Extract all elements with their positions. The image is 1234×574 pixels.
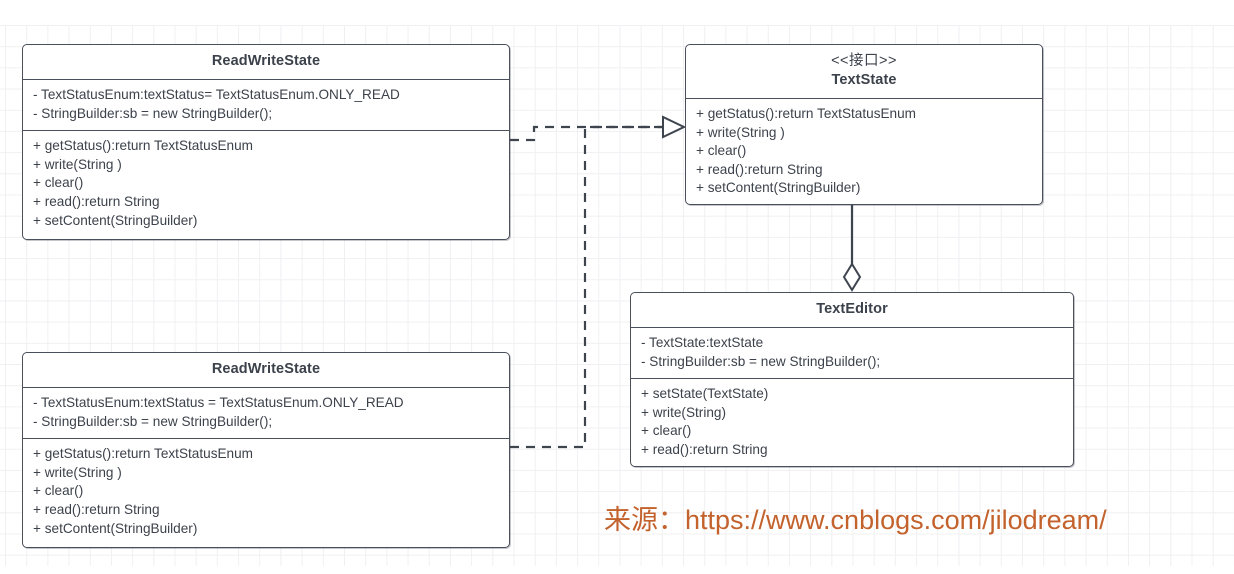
method-row: + read():return String <box>33 193 160 209</box>
method-row: + read():return String <box>696 161 823 177</box>
method-row: + read():return String <box>33 501 160 517</box>
class-box-read-write-state-top[interactable]: ReadWriteState - TextStatusEnum:textStat… <box>22 44 510 240</box>
class-attributes-read-write-state-top: - TextStatusEnum:textStatus= TextStatusE… <box>23 79 509 130</box>
attribute-row: - TextState:textState <box>641 335 764 350</box>
attribute-row: - StringBuilder:sb = new StringBuilder()… <box>33 413 273 429</box>
attribute-row: - StringBuilder:sb = new StringBuilder()… <box>641 353 881 369</box>
interface-stereotype-label: <<接口>> <box>831 53 897 69</box>
attribute-row: - StringBuilder:sb = new StringBuilder()… <box>33 105 273 121</box>
method-row: + getStatus():return TextStatusEnum <box>696 106 917 121</box>
interface-title-text-state: <<接口>> TextState <box>686 45 1042 98</box>
attribute-row: - TextStatusEnum:textStatus= TextStatusE… <box>33 87 400 102</box>
method-row: + clear() <box>33 483 84 499</box>
method-row: + clear() <box>696 143 747 159</box>
class-methods-read-write-state-bottom: + getStatus():return TextStatusEnum + wr… <box>23 438 509 545</box>
grid-mask-top <box>0 0 1234 25</box>
method-row: + clear() <box>641 423 692 439</box>
method-row: + getStatus():return TextStatusEnum <box>33 446 254 462</box>
method-row: + setContent(StringBuilder) <box>696 180 861 196</box>
method-row: + getStatus():return TextStatusEnum <box>33 138 254 154</box>
grid-mask-bottom <box>0 566 1234 574</box>
class-box-text-editor[interactable]: TextEditor - TextState:textState - Strin… <box>630 292 1074 467</box>
class-methods-read-write-state-top: + getStatus():return TextStatusEnum + wr… <box>23 130 509 237</box>
interface-box-text-state[interactable]: <<接口>> TextState + getStatus():return Te… <box>685 44 1043 205</box>
method-row: + clear() <box>33 175 84 191</box>
class-methods-text-editor: + setState(TextState) + write(String) + … <box>631 378 1073 466</box>
aggregation-diamond <box>842 262 862 292</box>
method-row: + setContent(StringBuilder) <box>33 520 198 536</box>
method-row: + setState(TextState) <box>641 386 769 402</box>
class-attributes-text-editor: - TextState:textState - StringBuilder:sb… <box>631 327 1073 378</box>
class-title-read-write-state-bottom: ReadWriteState <box>211 361 321 377</box>
realization-arrowhead <box>662 115 687 139</box>
method-row: + write(String ) <box>33 156 122 172</box>
method-row: + setContent(StringBuilder) <box>33 212 198 228</box>
realization-line-top <box>510 125 676 142</box>
interface-methods-text-state: + getStatus():return TextStatusEnum + wr… <box>686 98 1042 205</box>
class-title-text-editor: TextEditor <box>816 301 888 317</box>
source-watermark: 来源：https://www.cnblogs.com/jilodream/ <box>604 505 1107 535</box>
class-box-read-write-state-bottom[interactable]: ReadWriteState - TextStatusEnum:textStat… <box>22 352 510 548</box>
class-attributes-read-write-state-bottom: - TextStatusEnum:textStatus = TextStatus… <box>23 387 509 438</box>
interface-name-label: TextState <box>831 72 897 88</box>
method-row: + read():return String <box>641 441 768 457</box>
class-title-read-write-state-top: ReadWriteState <box>211 53 321 69</box>
method-row: + write(String ) <box>33 464 122 480</box>
method-row: + write(String ) <box>696 124 785 140</box>
method-row: + write(String) <box>641 404 726 420</box>
attribute-row: - TextStatusEnum:textStatus = TextStatus… <box>33 395 404 410</box>
